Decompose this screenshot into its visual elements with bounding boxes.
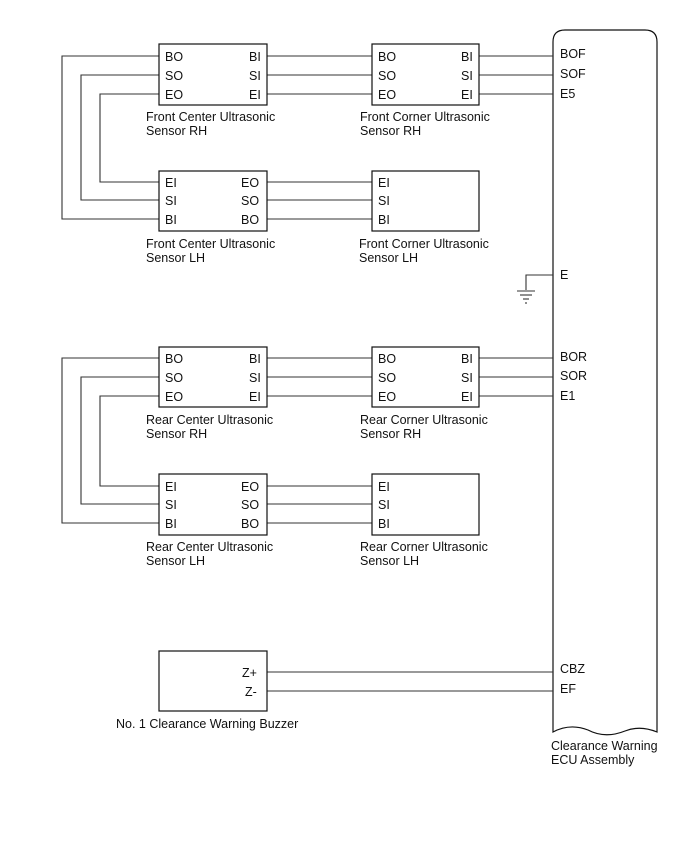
caption-line2: Sensor RH bbox=[360, 427, 421, 441]
rear-corner-sensor-rh: BO SO EO BI SI EI Rear Corner Ultrasonic… bbox=[360, 346, 488, 441]
pin-bi: BI bbox=[249, 352, 261, 366]
front-corner-sensor-rh: BO SO EO BI SI EI Front Corner Ultrasoni… bbox=[360, 43, 490, 138]
rear-center-sensor-rh: BO SO EO BI SI EI Rear Center Ultrasonic… bbox=[146, 346, 273, 441]
pin-ei: EI bbox=[378, 176, 390, 190]
pin-si: SI bbox=[165, 498, 177, 512]
pin-bo: BO bbox=[165, 50, 183, 64]
ground-icon bbox=[517, 274, 553, 304]
caption-line1: Rear Center Ultrasonic bbox=[146, 540, 273, 554]
caption-line1: Front Corner Ultrasonic bbox=[360, 110, 490, 124]
pin-so: SO bbox=[241, 498, 259, 512]
pin-bo: BO bbox=[378, 50, 396, 64]
ecu-caption-line2: ECU Assembly bbox=[551, 753, 635, 767]
rear-corner-sensor-lh: EI SI BI Rear Corner Ultrasonic Sensor L… bbox=[360, 473, 488, 568]
pin-ei: EI bbox=[378, 480, 390, 494]
pin-bi: BI bbox=[461, 352, 473, 366]
pin-si: SI bbox=[461, 371, 473, 385]
caption-line1: Front Center Ultrasonic bbox=[146, 110, 275, 124]
pin-so: SO bbox=[165, 69, 183, 83]
ecu-pin-bof: BOF bbox=[560, 47, 586, 61]
pin-si: SI bbox=[249, 69, 261, 83]
pin-eo: EO bbox=[165, 88, 183, 102]
pin-si: SI bbox=[249, 371, 261, 385]
pin-zplus: Z+ bbox=[242, 666, 257, 680]
pin-bo: BO bbox=[241, 213, 259, 227]
front-center-sensor-rh: BO SO EO BI SI EI Front Center Ultrasoni… bbox=[146, 43, 275, 138]
pin-eo: EO bbox=[165, 390, 183, 404]
pin-bo: BO bbox=[241, 517, 259, 531]
pin-ei: EI bbox=[461, 390, 473, 404]
pin-bi: BI bbox=[378, 213, 390, 227]
pin-ei: EI bbox=[249, 88, 261, 102]
ecu-body bbox=[552, 29, 658, 736]
caption-line1: Front Corner Ultrasonic bbox=[359, 237, 489, 251]
ecu-caption-line1: Clearance Warning bbox=[551, 739, 658, 753]
front-corner-sensor-lh: EI SI BI Front Corner Ultrasonic Sensor … bbox=[359, 170, 489, 265]
pin-so: SO bbox=[165, 371, 183, 385]
pin-eo: EO bbox=[378, 88, 396, 102]
caption-line2: Sensor LH bbox=[360, 554, 419, 568]
pin-bo: BO bbox=[165, 352, 183, 366]
caption-line2: Sensor RH bbox=[360, 124, 421, 138]
caption-line2: Sensor LH bbox=[146, 251, 205, 265]
caption-line2: Sensor LH bbox=[359, 251, 418, 265]
rear-center-sensor-lh: EI SI BI EO SO BO Rear Center Ultrasonic… bbox=[146, 473, 273, 568]
pin-bo: BO bbox=[378, 352, 396, 366]
pin-eo: EO bbox=[241, 176, 259, 190]
pin-si: SI bbox=[378, 194, 390, 208]
caption-line2: Sensor RH bbox=[146, 427, 207, 441]
pin-bi: BI bbox=[249, 50, 261, 64]
pin-si: SI bbox=[461, 69, 473, 83]
pin-ei: EI bbox=[461, 88, 473, 102]
pin-bi: BI bbox=[165, 213, 177, 227]
pin-bi: BI bbox=[378, 517, 390, 531]
buzzer-caption: No. 1 Clearance Warning Buzzer bbox=[116, 717, 298, 731]
pin-bi: BI bbox=[165, 517, 177, 531]
ecu-pin-e: E bbox=[560, 268, 568, 282]
pin-zminus: Z- bbox=[245, 685, 257, 699]
pin-ei: EI bbox=[249, 390, 261, 404]
pin-si: SI bbox=[378, 498, 390, 512]
pin-so: SO bbox=[241, 194, 259, 208]
rear-wiring bbox=[61, 357, 553, 524]
ecu-pin-sof: SOF bbox=[560, 67, 586, 81]
caption-line2: Sensor LH bbox=[146, 554, 205, 568]
caption-line1: Rear Corner Ultrasonic bbox=[360, 413, 488, 427]
front-wiring bbox=[61, 55, 553, 220]
pin-so: SO bbox=[378, 371, 396, 385]
clearance-warning-buzzer: Z+ Z- No. 1 Clearance Warning Buzzer bbox=[116, 650, 298, 731]
ecu-pin-e1: E1 bbox=[560, 389, 575, 403]
buzzer-wiring bbox=[267, 671, 553, 692]
ecu-pin-sor: SOR bbox=[560, 369, 587, 383]
pin-eo: EO bbox=[378, 390, 396, 404]
pin-ei: EI bbox=[165, 176, 177, 190]
ecu-pin-bor: BOR bbox=[560, 350, 587, 364]
pin-si: SI bbox=[165, 194, 177, 208]
front-center-sensor-lh: EI SI BI EO SO BO Front Center Ultrasoni… bbox=[146, 170, 275, 265]
pin-ei: EI bbox=[165, 480, 177, 494]
pin-so: SO bbox=[378, 69, 396, 83]
ecu-pin-cbz: CBZ bbox=[560, 662, 585, 676]
ecu-pin-e5: E5 bbox=[560, 87, 575, 101]
caption-line1: Rear Corner Ultrasonic bbox=[360, 540, 488, 554]
caption-line2: Sensor RH bbox=[146, 124, 207, 138]
pin-bi: BI bbox=[461, 50, 473, 64]
caption-line1: Front Center Ultrasonic bbox=[146, 237, 275, 251]
ecu-pin-ef: EF bbox=[560, 682, 576, 696]
caption-line1: Rear Center Ultrasonic bbox=[146, 413, 273, 427]
pin-eo: EO bbox=[241, 480, 259, 494]
